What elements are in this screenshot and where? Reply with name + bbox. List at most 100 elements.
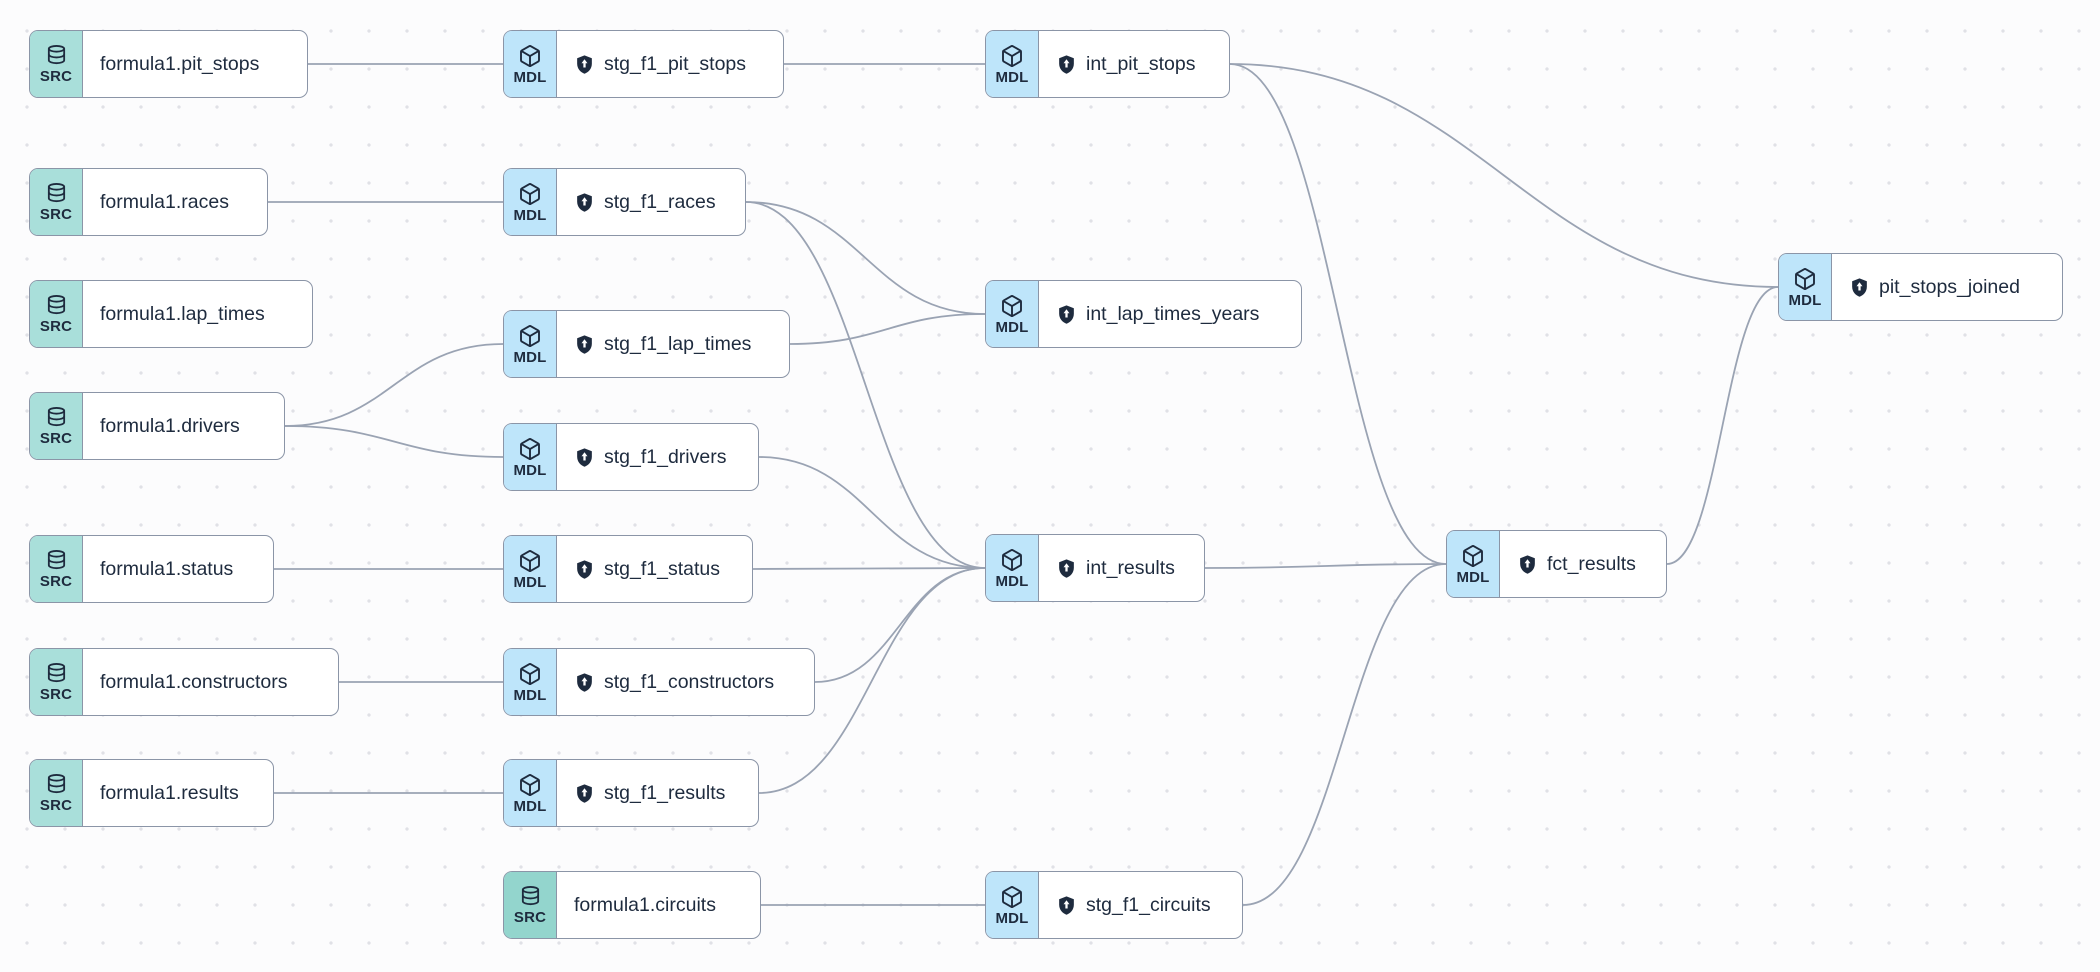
- node-label-area: stg_f1_pit_stops: [557, 31, 783, 97]
- node-label-area: stg_f1_drivers: [557, 424, 758, 490]
- node-type-badge: SRC: [30, 536, 83, 602]
- node-label: formula1.pit_stops: [100, 52, 260, 75]
- shield-up-arrow-icon: [574, 672, 595, 693]
- database-icon: [45, 44, 68, 67]
- graph-node-src_races[interactable]: SRC formula1.races: [29, 168, 268, 236]
- node-type-label: MDL: [1788, 291, 1822, 309]
- node-label-area: stg_f1_races: [557, 169, 745, 235]
- edge-stg_f1_circuits-to-fct_results: [1242, 563, 1447, 906]
- node-type-badge: MDL: [504, 31, 557, 97]
- cube-icon: [518, 44, 542, 68]
- node-type-badge: SRC: [504, 872, 557, 938]
- node-label: stg_f1_results: [604, 781, 726, 804]
- node-type-label: MDL: [995, 909, 1029, 927]
- edge-stg_f1_drivers-to-int_results: [758, 456, 986, 569]
- node-type-label: MDL: [995, 572, 1029, 590]
- graph-node-src_circuits[interactable]: SRC formula1.circuits: [503, 871, 761, 939]
- shield-up-arrow-icon: [1056, 558, 1077, 579]
- node-label-area: int_lap_times_years: [1039, 281, 1301, 347]
- node-type-label: MDL: [513, 206, 547, 224]
- node-type-label: SRC: [513, 909, 547, 926]
- node-label: formula1.drivers: [100, 414, 240, 437]
- graph-node-stg_f1_circuits[interactable]: MDL stg_f1_circuits: [985, 871, 1243, 939]
- node-type-badge: MDL: [986, 31, 1039, 97]
- shield-up-arrow-icon: [1056, 304, 1077, 325]
- node-type-badge: MDL: [504, 424, 557, 490]
- node-label: formula1.status: [100, 557, 234, 580]
- node-type-label: MDL: [513, 686, 547, 704]
- node-label-area: pit_stops_joined: [1832, 254, 2062, 320]
- database-icon: [45, 549, 68, 572]
- cube-icon: [518, 662, 542, 686]
- node-label-area: stg_f1_circuits: [1039, 872, 1242, 938]
- cube-icon: [1000, 885, 1024, 909]
- node-type-badge: MDL: [1447, 531, 1500, 597]
- shield-up-arrow-icon: [574, 192, 595, 213]
- node-label-area: stg_f1_results: [557, 760, 758, 826]
- node-label: formula1.constructors: [100, 670, 288, 693]
- graph-node-int_lap_times_years[interactable]: MDL int_lap_times_years: [985, 280, 1302, 348]
- cube-icon: [1000, 44, 1024, 68]
- node-label-area: formula1.races: [83, 169, 267, 235]
- node-label-area: int_results: [1039, 535, 1204, 601]
- edge-int_results-to-fct_results: [1204, 563, 1447, 569]
- database-icon: [519, 885, 542, 908]
- shield-up-arrow-icon: [574, 334, 595, 355]
- node-type-badge: MDL: [504, 760, 557, 826]
- cube-icon: [518, 773, 542, 797]
- edge-src_drivers-to-stg_f1_drivers: [284, 425, 504, 458]
- node-type-label: SRC: [39, 318, 73, 335]
- node-type-label: SRC: [39, 573, 73, 590]
- database-icon: [45, 406, 68, 429]
- cube-icon: [518, 549, 542, 573]
- cube-icon: [1000, 294, 1024, 318]
- graph-node-pit_stops_joined[interactable]: MDL pit_stops_joined: [1778, 253, 2063, 321]
- edge-src_drivers-to-stg_f1_lap_times: [284, 343, 504, 427]
- shield-up-arrow-icon: [574, 54, 595, 75]
- node-label: int_pit_stops: [1086, 52, 1196, 75]
- shield-up-arrow-icon: [1056, 54, 1077, 75]
- graph-node-stg_f1_status[interactable]: MDL stg_f1_status: [503, 535, 753, 603]
- node-label-area: int_pit_stops: [1039, 31, 1229, 97]
- node-label: int_lap_times_years: [1086, 302, 1260, 325]
- node-type-badge: MDL: [986, 281, 1039, 347]
- shield-up-arrow-icon: [574, 783, 595, 804]
- node-label-area: formula1.pit_stops: [83, 31, 307, 97]
- edge-fct_results-to-pit_stops_joined: [1666, 286, 1779, 565]
- cube-icon: [518, 182, 542, 206]
- cube-icon: [518, 324, 542, 348]
- edge-stg_f1_lap_times-to-int_lap_times_years: [789, 313, 986, 345]
- graph-node-src_lap_times[interactable]: SRC formula1.lap_times: [29, 280, 313, 348]
- node-label: stg_f1_status: [604, 557, 720, 580]
- graph-node-stg_f1_results[interactable]: MDL stg_f1_results: [503, 759, 759, 827]
- node-type-label: MDL: [995, 68, 1029, 86]
- graph-node-src_status[interactable]: SRC formula1.status: [29, 535, 274, 603]
- shield-up-arrow-icon: [1517, 554, 1538, 575]
- edge-stg_f1_constructors-to-int_results: [814, 567, 986, 683]
- graph-node-stg_f1_races[interactable]: MDL stg_f1_races: [503, 168, 746, 236]
- edge-stg_f1_races-to-int_lap_times_years: [745, 201, 986, 315]
- node-type-badge: MDL: [504, 311, 557, 377]
- database-icon: [45, 773, 68, 796]
- node-type-label: MDL: [1456, 568, 1490, 586]
- node-label: formula1.lap_times: [100, 302, 265, 325]
- node-type-badge: MDL: [986, 872, 1039, 938]
- node-label: formula1.races: [100, 190, 229, 213]
- node-type-badge: SRC: [30, 169, 83, 235]
- node-type-label: MDL: [513, 573, 547, 591]
- node-label: formula1.circuits: [574, 893, 716, 916]
- node-type-badge: MDL: [504, 536, 557, 602]
- graph-node-int_pit_stops[interactable]: MDL int_pit_stops: [985, 30, 1230, 98]
- graph-node-int_results[interactable]: MDL int_results: [985, 534, 1205, 602]
